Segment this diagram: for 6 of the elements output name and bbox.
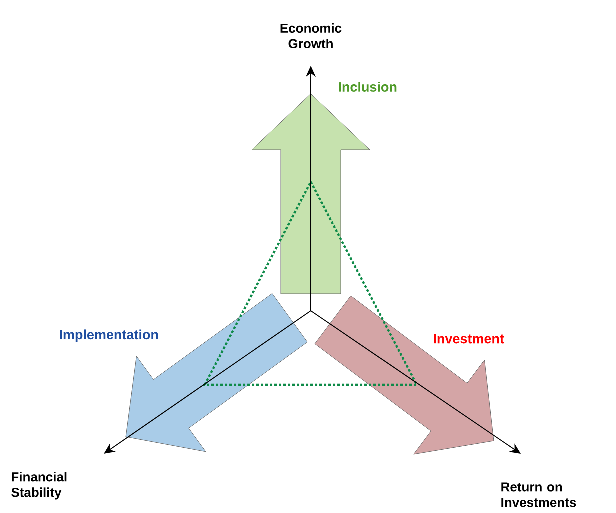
axis-label: Financial Stability	[12, 472, 67, 500]
axis-label: Return on Investments	[502, 482, 576, 508]
axis-label: Economic Growth	[280, 23, 342, 49]
arrow-label: Investment	[434, 334, 504, 344]
arrow-label: Inclusion	[339, 82, 397, 92]
arrow-label: Implementation	[60, 330, 158, 342]
